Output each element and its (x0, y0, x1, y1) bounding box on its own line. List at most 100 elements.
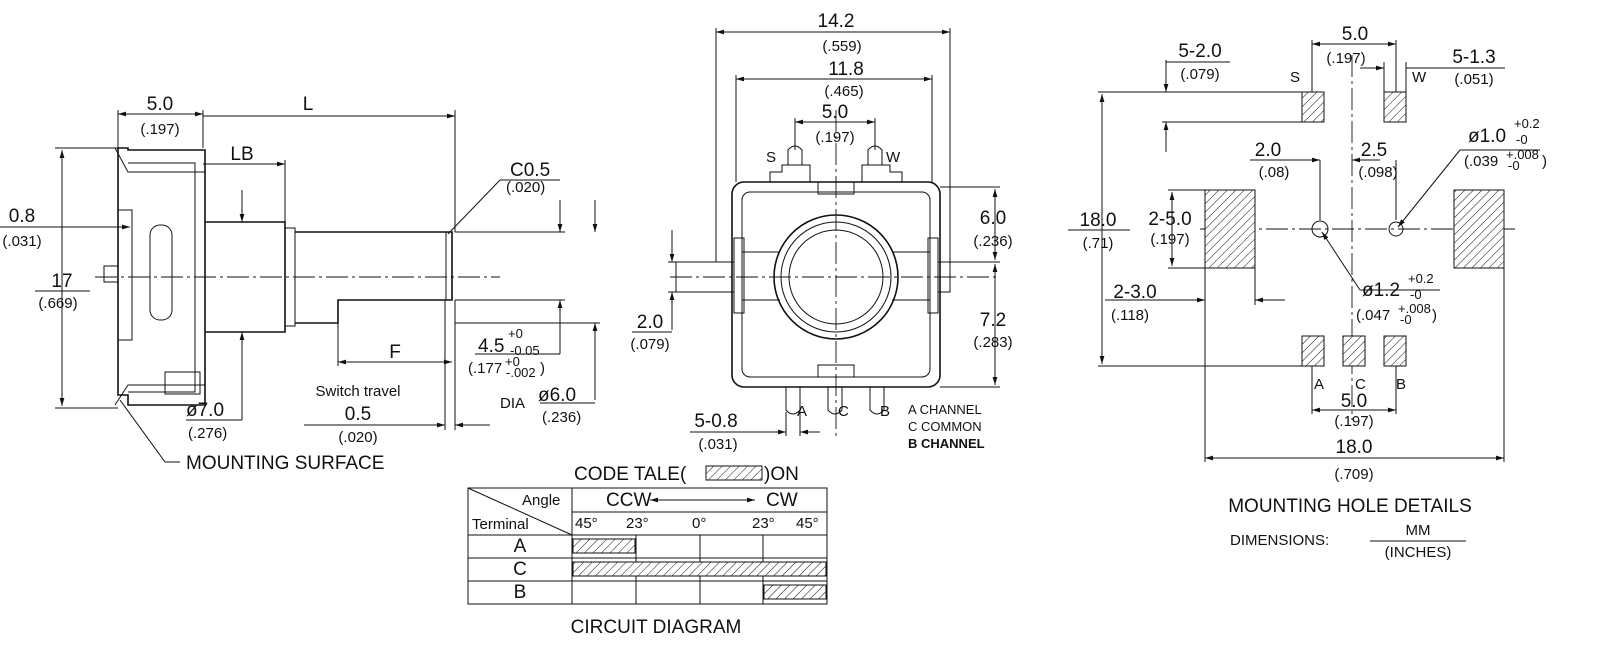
dim-5-0-8-inch: (.031) (698, 436, 737, 453)
code-table-row-A: A (514, 536, 527, 557)
hole-dim-18-0-h-label: 18.0 (1336, 437, 1373, 458)
hole-1-0-right (1388, 221, 1404, 237)
dim-17-inch: (.669) (38, 295, 77, 312)
pad-B (1383, 335, 1407, 367)
dim-4-5-inch-close: ) (540, 360, 545, 377)
code-table-deg-1: 45° (575, 515, 598, 532)
mount-slot-right (1453, 189, 1505, 269)
dim-F-label: F (389, 342, 401, 363)
hole-dia-1-0-inch-minus: -0 (1508, 158, 1520, 173)
hole-dim-2-5-label: 2.5 (1361, 140, 1387, 161)
hole-dim-2-5-inch: (.098) (1358, 164, 1397, 181)
legend-b-channel: B CHANNEL (908, 436, 985, 451)
code-bar-B (763, 584, 827, 600)
front-pin-W: W (886, 149, 901, 166)
mounting-surface-label: MOUNTING SURFACE (186, 453, 384, 474)
dim-6-0-label: 6.0 (980, 208, 1006, 229)
dim-6-0: 6.0 (.236) (940, 186, 1013, 263)
hole-dia-1-0-inch-plus: +.008 (1506, 147, 1539, 162)
front-view: 14.2 (.559) 11.8 (.465) 5.0 (.197) S W 6… (630, 11, 1012, 453)
hole-dim-2-3-0: 2-3.0 (.118) (1105, 268, 1285, 324)
hole-details-title: MOUNTING HOLE DETAILS (1228, 496, 1472, 517)
dim-7-2-label: 7.2 (980, 310, 1006, 331)
dim-5-0-front-label: 5.0 (822, 102, 848, 123)
hole-dia-1-2-inch-minus: -0 (1400, 312, 1412, 327)
legend-c-common: C COMMON (908, 419, 982, 434)
hole-dia-1-2-inch-close: ) (1432, 307, 1437, 324)
front-pin-C: C (838, 403, 849, 420)
code-table-title-end: )ON (764, 464, 799, 485)
hole-dim-2-5-0-label: 2-5.0 (1148, 209, 1191, 230)
code-table-angle: Angle (522, 492, 560, 509)
side-body (95, 147, 500, 406)
dia-label: DIA (500, 395, 525, 412)
front-pin-S: S (766, 149, 776, 166)
dim-5-0-inch: (.197) (140, 121, 179, 138)
legend-a-channel: A CHANNEL (908, 402, 982, 417)
pad-A (1301, 335, 1325, 367)
hole-dim-2-5-0-inch: (.197) (1150, 231, 1189, 248)
dim-L-label: L (303, 94, 314, 115)
hole-dim-2-0: 2.0 (.08) (1250, 140, 1380, 220)
dimensions-mm: MM (1406, 522, 1431, 539)
hole-dim-5-2-0: 5-2.0 (.079) (1162, 41, 1302, 152)
code-table-ccw: CCW (606, 490, 651, 511)
dim-14-2-inch: (.559) (822, 38, 861, 55)
dim-5-0-8: 5-0.8 (.031) (690, 411, 820, 453)
hole-dim-5-1-3-inch: (.051) (1454, 71, 1493, 88)
hole-dim-5-0-b-label: 5.0 (1341, 391, 1367, 412)
dim-14-2: 14.2 (.559) (715, 11, 951, 262)
hole-dim-18-0-vertical: 18.0 (.71) (1068, 91, 1302, 367)
chamfer-callout: C0.5 (.020) (447, 160, 560, 235)
dimensions-inches: (INCHES) (1385, 544, 1452, 561)
pad-C (1342, 335, 1366, 367)
hole-dim-2-5: 2.5 (.098) (1358, 140, 1398, 220)
dim-LB-label: LB (230, 144, 253, 165)
dim-4-5-inch-minus: -.002 (506, 365, 536, 380)
hole-dim-2-5-0: 2-5.0 (.197) (1148, 189, 1205, 269)
hole-dim-2-0-inch: (.08) (1259, 164, 1290, 181)
code-bar-A (572, 538, 636, 554)
switch-travel-value: 0.5 (345, 404, 371, 425)
pad-S (1301, 91, 1325, 123)
dia-7-inch: (.276) (188, 425, 227, 442)
dim-4-5: 4.5 +0 -0.05 (.177 +0 -.002 ) (455, 200, 565, 380)
dim-11-8: 11.8 (.465) (735, 59, 933, 182)
dia-6-label: ø6.0 (538, 385, 576, 406)
dim-11-8-label: 11.8 (828, 59, 864, 80)
dim-2-0-front-inch: (.079) (630, 336, 669, 353)
dim-0-8: 0.8 (.031) (0, 206, 130, 250)
dim-6-0-inch: (.236) (973, 233, 1012, 250)
dim-dia-6: DIA ø6.0 (.236) (455, 200, 600, 426)
front-body (670, 110, 1000, 438)
dim-17: 17 (.669) (35, 147, 118, 409)
code-table-terminal: Terminal (472, 516, 529, 533)
dia-6-inch: (.236) (542, 409, 581, 426)
hole-dim-5-0-label: 5.0 (1342, 24, 1368, 45)
circuit-diagram-caption: CIRCUIT DIAGRAM (571, 617, 742, 638)
dim-2-0-front-label: 2.0 (637, 312, 663, 333)
hole-dia-1-2-plus: +0.2 (1408, 271, 1434, 286)
code-table-row-C: C (513, 559, 527, 580)
hole-dim-5-1-3: 5-1.3 (.051) (1360, 47, 1505, 92)
dim-4-5-inch-plus: +0 (505, 354, 520, 369)
dim-5-0-8-label: 5-0.8 (694, 411, 737, 432)
dim-2-0-front: 2.0 (.079) (630, 230, 676, 353)
dim-4-5-minus: -0.05 (510, 343, 540, 358)
hole-dim-5-2-0-inch: (.079) (1180, 66, 1219, 83)
dim-5-0-front: 5.0 (.197) (794, 102, 876, 150)
dim-17-label: 17 (51, 271, 72, 292)
hole-dia-1-2-minus: -0 (1410, 287, 1422, 302)
hole-dia-1-0-label: ø1.0 (1468, 126, 1506, 147)
hole-dim-18-0-v-label: 18.0 (1080, 210, 1117, 231)
hole-pin-W: W (1412, 69, 1427, 86)
code-table-deg-5: 45° (796, 515, 819, 532)
hole-dim-5-1-3-label: 5-1.3 (1452, 47, 1495, 68)
dim-4-5-inch: (.177 (468, 360, 502, 377)
dia-7-label: ø7.0 (186, 400, 224, 421)
code-table: CODE TALE( )ON Angle Terminal CCW CW 45°… (467, 464, 828, 638)
hole-dim-2-3-0-label: 2-3.0 (1113, 282, 1156, 303)
dim-7-2: 7.2 (.283) (940, 264, 1013, 388)
code-table-deg-4: 23° (752, 515, 775, 532)
hole-dim-5-0-inch: (.197) (1326, 50, 1365, 67)
